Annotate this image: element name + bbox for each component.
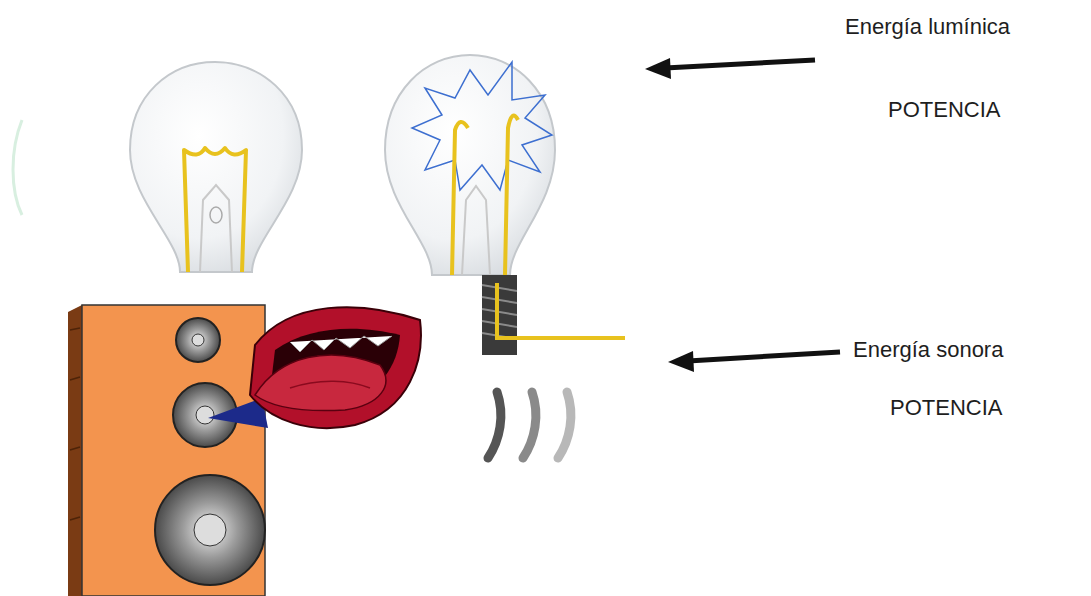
speaker bbox=[68, 305, 265, 596]
mouth bbox=[208, 307, 421, 428]
edge-mark bbox=[13, 120, 22, 215]
leader-arrows bbox=[645, 58, 840, 372]
energy-label: POTENCIA bbox=[888, 97, 1000, 123]
energy-label: Energía sonora bbox=[853, 337, 1003, 363]
bulb-off bbox=[130, 62, 302, 272]
wire bbox=[497, 283, 625, 338]
bulb-on bbox=[385, 55, 625, 355]
energy-label: Energía lumínica bbox=[845, 14, 1010, 40]
energy-label: POTENCIA bbox=[890, 395, 1002, 421]
sound-waves bbox=[488, 392, 571, 458]
bulb-base bbox=[482, 275, 517, 355]
